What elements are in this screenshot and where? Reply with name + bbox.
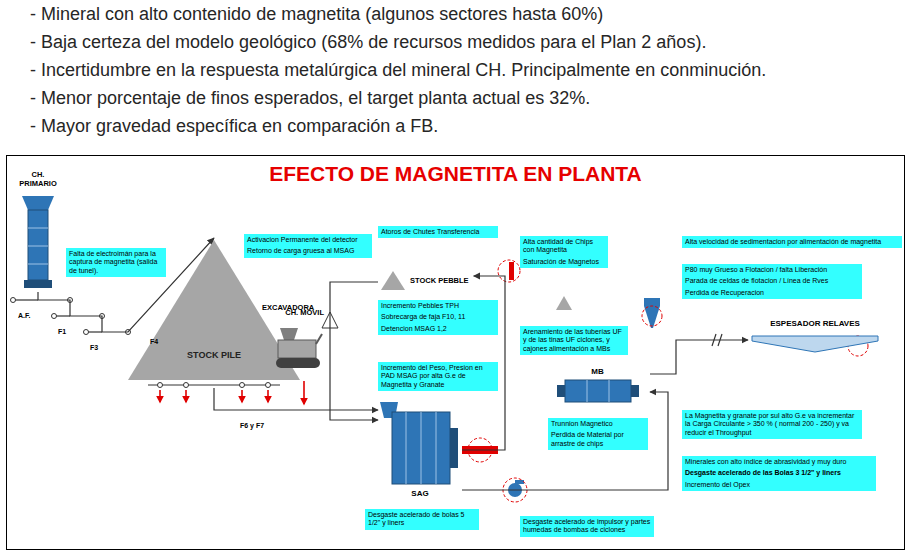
callout-text: Falta de electroimán para la captura de … bbox=[69, 250, 163, 275]
mobile-crusher-icon bbox=[272, 308, 324, 378]
callout-text: Desgaste acelerado de bolas 5 1/2" y lin… bbox=[368, 511, 476, 528]
callout-text: Incremento del Peso, Presion en PAD MSAG… bbox=[381, 364, 495, 389]
label-holder: F4 bbox=[150, 330, 158, 348]
discharge-arrow bbox=[303, 381, 305, 404]
label-holder: F1 bbox=[58, 320, 66, 338]
problem-marker bbox=[498, 260, 520, 282]
callout-box: Desgaste acelerado de impulsor y partes … bbox=[520, 516, 654, 537]
callout-box: Atoros de Chutes Transferencia bbox=[378, 226, 498, 238]
title-holder: EFECTO DE MAGNETITA EN PLANTA bbox=[0, 161, 911, 186]
conveyor-pulley bbox=[52, 314, 57, 319]
callout-box: Incremento Pebbles TPH Sobrecarga de faja… bbox=[378, 300, 498, 335]
label-holder: - Incertidumbre en la respuesta metalúrg… bbox=[30, 58, 766, 82]
pebble-magnet bbox=[509, 262, 514, 280]
callout-text: Incremento del Opex bbox=[685, 481, 873, 489]
cyclone-head bbox=[644, 298, 660, 306]
equipment-label: CH. PRIMARIO bbox=[14, 170, 62, 188]
equipment-label: SAG bbox=[378, 489, 462, 499]
callout-text: Minerales con alto índice de abrasividad… bbox=[685, 458, 873, 466]
callout-box: Incremento del Peso, Presion en PAD MSAG… bbox=[378, 362, 498, 391]
callout-text: Atoros de Chutes Transferencia bbox=[381, 228, 495, 236]
callout-text: La Magnetita y granate por sul alto G.e … bbox=[685, 412, 859, 437]
callout-text: Retorno de carga gruesa al MSAG bbox=[247, 247, 369, 255]
bullet-note: - Menor porcentaje de finos esperados, e… bbox=[30, 88, 590, 108]
conveyor-label: F4 bbox=[150, 338, 158, 345]
feeder-arrow bbox=[159, 390, 161, 402]
label-holder: A.F. bbox=[18, 304, 30, 322]
flow-connector bbox=[650, 340, 748, 374]
label-holder: - Baja certeza del modelo geológico (68%… bbox=[30, 30, 706, 54]
equipment-label: MB bbox=[545, 367, 650, 377]
callout-text: Activacion Permanente del detector bbox=[247, 236, 369, 244]
callout-box: Alta velocidad de sedimentacion por alim… bbox=[682, 236, 902, 248]
conveyor-pulley bbox=[84, 330, 89, 335]
callout-box: Falta de electroimán para la captura de … bbox=[66, 248, 166, 277]
callout-text: Arenamiento de las tuberías UF y de las … bbox=[523, 328, 625, 353]
feeder-arrow bbox=[241, 390, 243, 402]
label-holder: F3 bbox=[90, 336, 98, 354]
mobile-crusher: CH. MOVIL bbox=[272, 308, 324, 378]
callout-text: Alta cantidad de Chips con Magnetita bbox=[523, 238, 605, 255]
callout-text: Perdida de Material por arrastre de chip… bbox=[551, 431, 645, 448]
ball-mill: MB bbox=[545, 366, 650, 408]
feeder-arrow bbox=[185, 390, 187, 402]
conveyor-label: F1 bbox=[58, 328, 66, 335]
label-holder: - Mayor gravedad específica en comparaci… bbox=[30, 114, 438, 138]
primary-crusher: CH. PRIMARIO bbox=[14, 168, 62, 292]
callout-box: Activacion Permanente del detectorRetorn… bbox=[244, 234, 372, 258]
callout-text: Perdida de Recuperacion bbox=[685, 289, 859, 297]
equipment-label: ESPESADOR RELAVES bbox=[748, 319, 882, 329]
callout-text: Trunnion Magnetico bbox=[551, 420, 645, 428]
callout-box: Arenamiento de las tuberías UF y de las … bbox=[520, 326, 628, 355]
sag-mill: SAG bbox=[378, 396, 462, 504]
callout-text: Parada de celdas de flotacion / Línea de… bbox=[685, 277, 859, 285]
label-holder: F6 y F7 bbox=[240, 414, 264, 432]
flow-connector bbox=[330, 282, 378, 420]
pebble-stock: STOCK PEBBLE bbox=[378, 268, 474, 293]
callout-text: Desgaste acelerado de impulsor y partes … bbox=[523, 518, 651, 535]
callout-box: Minerales con alto índice de abrasividad… bbox=[682, 456, 876, 491]
callout-box: La Magnetita y granate por sul alto G.e … bbox=[682, 410, 862, 439]
callout-text: Saturación de Magnetos bbox=[523, 258, 605, 266]
bullet-note: - Mayor gravedad específica en comparaci… bbox=[30, 116, 438, 136]
callout-box: Trunnion MagneticoPerdida de Material po… bbox=[548, 418, 648, 450]
callout-text: Sobrecarga de faja F10, 11 bbox=[381, 313, 495, 321]
callout-text: Desgaste acelerado de las Bolas 3 1/2" y… bbox=[685, 469, 873, 477]
bullet-note: - Baja certeza del modelo geológico (68%… bbox=[30, 32, 706, 52]
conveyor-label: F3 bbox=[90, 344, 98, 351]
conveyor-pulley bbox=[11, 298, 16, 303]
callout-box: Desgaste acelerado de bolas 5 1/2" y lin… bbox=[365, 509, 479, 530]
diagram-frame bbox=[7, 156, 905, 550]
equipment-label: STOCK PEBBLE bbox=[410, 276, 469, 285]
callout-box: Alta cantidad de Chips con MagnetitaSatu… bbox=[520, 236, 608, 268]
callout-box: P80 muy Grueso a Flotacion / falta Liber… bbox=[682, 264, 862, 299]
callout-text: Detencion MSAG 1,2 bbox=[381, 325, 495, 333]
callout-text: P80 muy Grueso a Flotacion / falta Liber… bbox=[685, 266, 859, 274]
pebble-pile-icon bbox=[378, 268, 408, 293]
conveyor-label: A.F. bbox=[18, 312, 30, 319]
conveyor-label: F6 y F7 bbox=[240, 422, 264, 429]
small-stockpile bbox=[556, 296, 572, 310]
callout-text: Incremento Pebbles TPH bbox=[381, 302, 495, 310]
label-holder: - Menor porcentaje de finos esperados, e… bbox=[30, 86, 590, 110]
pump-outlet bbox=[515, 480, 524, 484]
flow-connector bbox=[462, 392, 668, 490]
sag-mill-icon bbox=[378, 396, 462, 504]
bullet-note: - Incertidumbre en la respuesta metalúrg… bbox=[30, 60, 766, 80]
label-holder: EXCAVADORA bbox=[262, 296, 314, 314]
problem-marker bbox=[642, 306, 662, 326]
flow-connector bbox=[214, 388, 378, 410]
conveyor-label: EXCAVADORA bbox=[262, 303, 314, 312]
label-holder: - Mineral con alto contenido de magnetit… bbox=[30, 2, 603, 26]
tailings-thickener: ESPESADOR RELAVES bbox=[748, 318, 882, 356]
callout-text: Alta velocidad de sedimentacion por alim… bbox=[685, 238, 899, 246]
feeder-arrow bbox=[267, 390, 269, 402]
bullet-note: - Mineral con alto contenido de magnetit… bbox=[30, 4, 603, 24]
diagram-title: EFECTO DE MAGNETITA EN PLANTA bbox=[269, 162, 642, 185]
equipment-label: STOCK PILE bbox=[128, 350, 300, 360]
conveyor-belt bbox=[14, 299, 38, 300]
